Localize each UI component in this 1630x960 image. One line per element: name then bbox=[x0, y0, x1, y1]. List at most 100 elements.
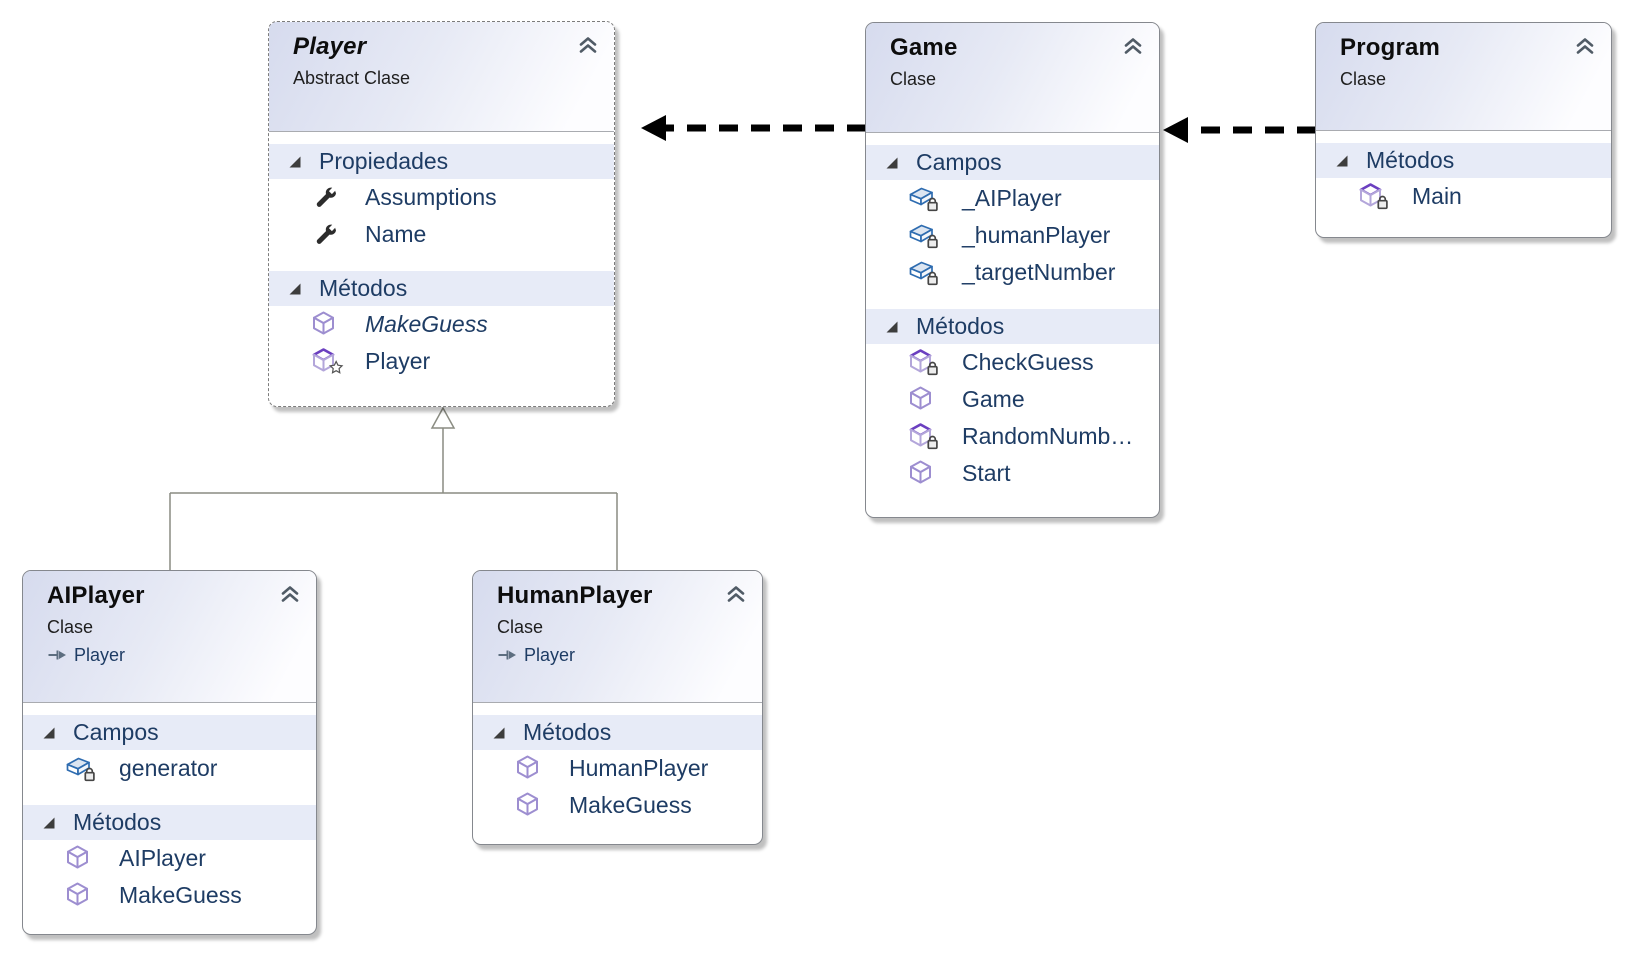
member-row[interactable]: CheckGuess bbox=[866, 344, 1159, 381]
field-private-icon bbox=[909, 224, 938, 248]
field-private-icon bbox=[66, 757, 95, 781]
inheritance-connector[interactable] bbox=[169, 406, 618, 570]
method-private-icon bbox=[1359, 182, 1388, 209]
collapse-chevron-icon[interactable] bbox=[724, 584, 748, 604]
member-name: Main bbox=[1412, 183, 1462, 209]
field-private-icon bbox=[909, 187, 938, 211]
inherits-arrow-icon bbox=[498, 650, 516, 660]
class-stereotype: Clase bbox=[890, 69, 937, 89]
collapse-chevron-icon[interactable] bbox=[1121, 36, 1145, 56]
section-header-metodos[interactable]: Métodos bbox=[269, 271, 614, 306]
member-name: HumanPlayer bbox=[569, 755, 709, 781]
section-header-propiedades[interactable]: Propiedades bbox=[269, 144, 614, 179]
section-label: Propiedades bbox=[319, 148, 449, 174]
member-row[interactable]: RandomNumb… bbox=[866, 418, 1159, 455]
property-wrench-icon bbox=[316, 187, 336, 207]
member-row[interactable]: HumanPlayer bbox=[473, 750, 762, 787]
member-row[interactable]: MakeGuess bbox=[23, 877, 316, 914]
class-stereotype: Abstract Clase bbox=[293, 68, 411, 88]
class-title: Game bbox=[890, 34, 958, 61]
base-type-row: Player bbox=[47, 643, 316, 667]
section-header-metodos[interactable]: Métodos bbox=[473, 715, 762, 750]
member-row[interactable]: Game bbox=[866, 381, 1159, 418]
collapse-chevron-icon[interactable] bbox=[576, 35, 600, 55]
section-header-metodos[interactable]: Métodos bbox=[23, 805, 316, 840]
member-row[interactable]: Player bbox=[269, 343, 614, 380]
dependency-arrow-program-to-game[interactable] bbox=[1163, 117, 1316, 143]
class-body: Campos _AIPlayer _humanPlayer _targetNumber… bbox=[866, 145, 1159, 492]
member-row[interactable]: _targetNumber bbox=[866, 254, 1159, 291]
section-expander-icon[interactable] bbox=[493, 727, 505, 739]
section-expander-icon[interactable] bbox=[289, 156, 301, 168]
class-title: HumanPlayer bbox=[497, 582, 653, 609]
section-header-metodos[interactable]: Métodos bbox=[1316, 143, 1611, 178]
member-row[interactable]: Main bbox=[1316, 178, 1611, 215]
section-label: Métodos bbox=[73, 809, 162, 835]
method-icon bbox=[67, 845, 88, 868]
section-label: Métodos bbox=[319, 275, 408, 301]
section-header-campos[interactable]: Campos bbox=[866, 145, 1159, 180]
member-row[interactable]: Start bbox=[866, 455, 1159, 492]
section-header-metodos[interactable]: Métodos bbox=[866, 309, 1159, 344]
section-expander-icon[interactable] bbox=[289, 283, 301, 295]
member-name: MakeGuess bbox=[569, 792, 692, 818]
section-label: Campos bbox=[73, 719, 159, 745]
member-row[interactable]: Assumptions bbox=[269, 179, 614, 216]
field-private-icon bbox=[909, 261, 938, 285]
member-name: Assumptions bbox=[365, 184, 497, 210]
member-row[interactable]: generator bbox=[23, 750, 316, 787]
section-label: Campos bbox=[916, 149, 1002, 175]
method-icon bbox=[517, 755, 538, 778]
member-row[interactable]: AIPlayer bbox=[23, 840, 316, 877]
section-expander-icon[interactable] bbox=[886, 321, 898, 333]
dependency-arrow-game-to-player[interactable] bbox=[641, 115, 866, 141]
collapse-chevron-icon[interactable] bbox=[278, 584, 302, 604]
member-row[interactable]: _AIPlayer bbox=[866, 180, 1159, 217]
member-name: Start bbox=[962, 460, 1011, 486]
member-name: generator bbox=[119, 755, 218, 781]
section-label: Métodos bbox=[523, 719, 612, 745]
member-name: Game bbox=[962, 386, 1025, 412]
method-icon bbox=[910, 460, 931, 483]
section-label: Métodos bbox=[1366, 147, 1455, 173]
member-row[interactable]: MakeGuess bbox=[473, 787, 762, 824]
inherits-arrow-icon bbox=[48, 650, 66, 660]
member-name: Name bbox=[365, 221, 427, 247]
collapse-chevron-icon[interactable] bbox=[1573, 36, 1597, 56]
member-name: Player bbox=[365, 348, 431, 374]
base-type-name: Player bbox=[74, 645, 126, 665]
member-row[interactable]: Name bbox=[269, 216, 614, 253]
member-row[interactable]: _humanPlayer bbox=[866, 217, 1159, 254]
method-private-icon bbox=[909, 348, 938, 375]
class-stereotype: Clase bbox=[1340, 69, 1387, 89]
section-label: Métodos bbox=[916, 313, 1005, 339]
method-icon bbox=[313, 311, 334, 334]
member-name: _AIPlayer bbox=[962, 185, 1062, 211]
section-expander-icon[interactable] bbox=[43, 817, 55, 829]
method-private-icon bbox=[909, 422, 938, 449]
property-wrench-icon bbox=[316, 224, 336, 244]
method-protected-icon bbox=[312, 347, 344, 374]
section-header-campos[interactable]: Campos bbox=[23, 715, 316, 750]
member-row[interactable]: MakeGuess bbox=[269, 306, 614, 343]
class-stereotype: Clase bbox=[47, 617, 94, 637]
method-icon bbox=[67, 882, 88, 905]
member-name: _humanPlayer bbox=[962, 222, 1111, 248]
section-expander-icon[interactable] bbox=[886, 157, 898, 169]
section-expander-icon[interactable] bbox=[1336, 155, 1348, 167]
section-expander-icon[interactable] bbox=[43, 727, 55, 739]
class-title: Program bbox=[1340, 34, 1441, 61]
